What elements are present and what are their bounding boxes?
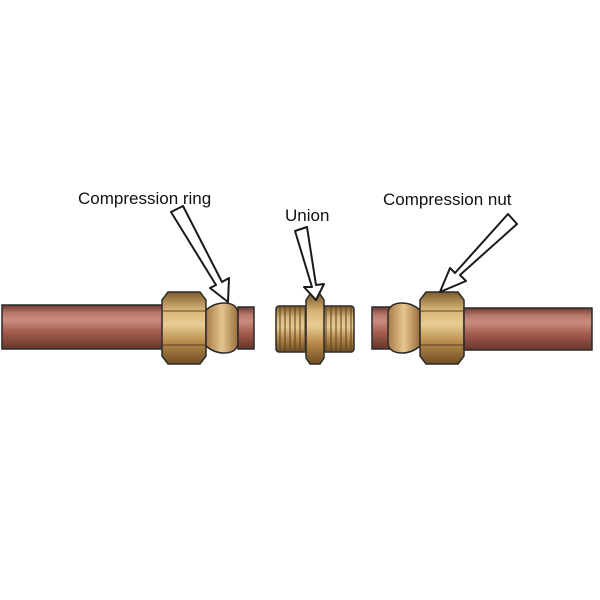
compression-nut-label: Compression nut bbox=[383, 190, 512, 209]
left-compression-nut bbox=[161, 291, 207, 365]
compression-ring-arrow bbox=[170, 205, 230, 303]
compression-nut-arrow bbox=[439, 213, 518, 293]
left-copper-pipe bbox=[1, 304, 173, 350]
right-compression-nut bbox=[419, 291, 465, 365]
left-pipe-end bbox=[237, 306, 255, 350]
union-fitting bbox=[275, 293, 355, 365]
right-copper-pipe bbox=[463, 307, 593, 351]
compression-ring-label: Compression ring bbox=[78, 189, 212, 208]
compression-ring-olive bbox=[205, 302, 239, 354]
union-arrow bbox=[294, 226, 325, 301]
right-compression-ring bbox=[387, 302, 421, 354]
union-label: Union bbox=[285, 206, 330, 225]
